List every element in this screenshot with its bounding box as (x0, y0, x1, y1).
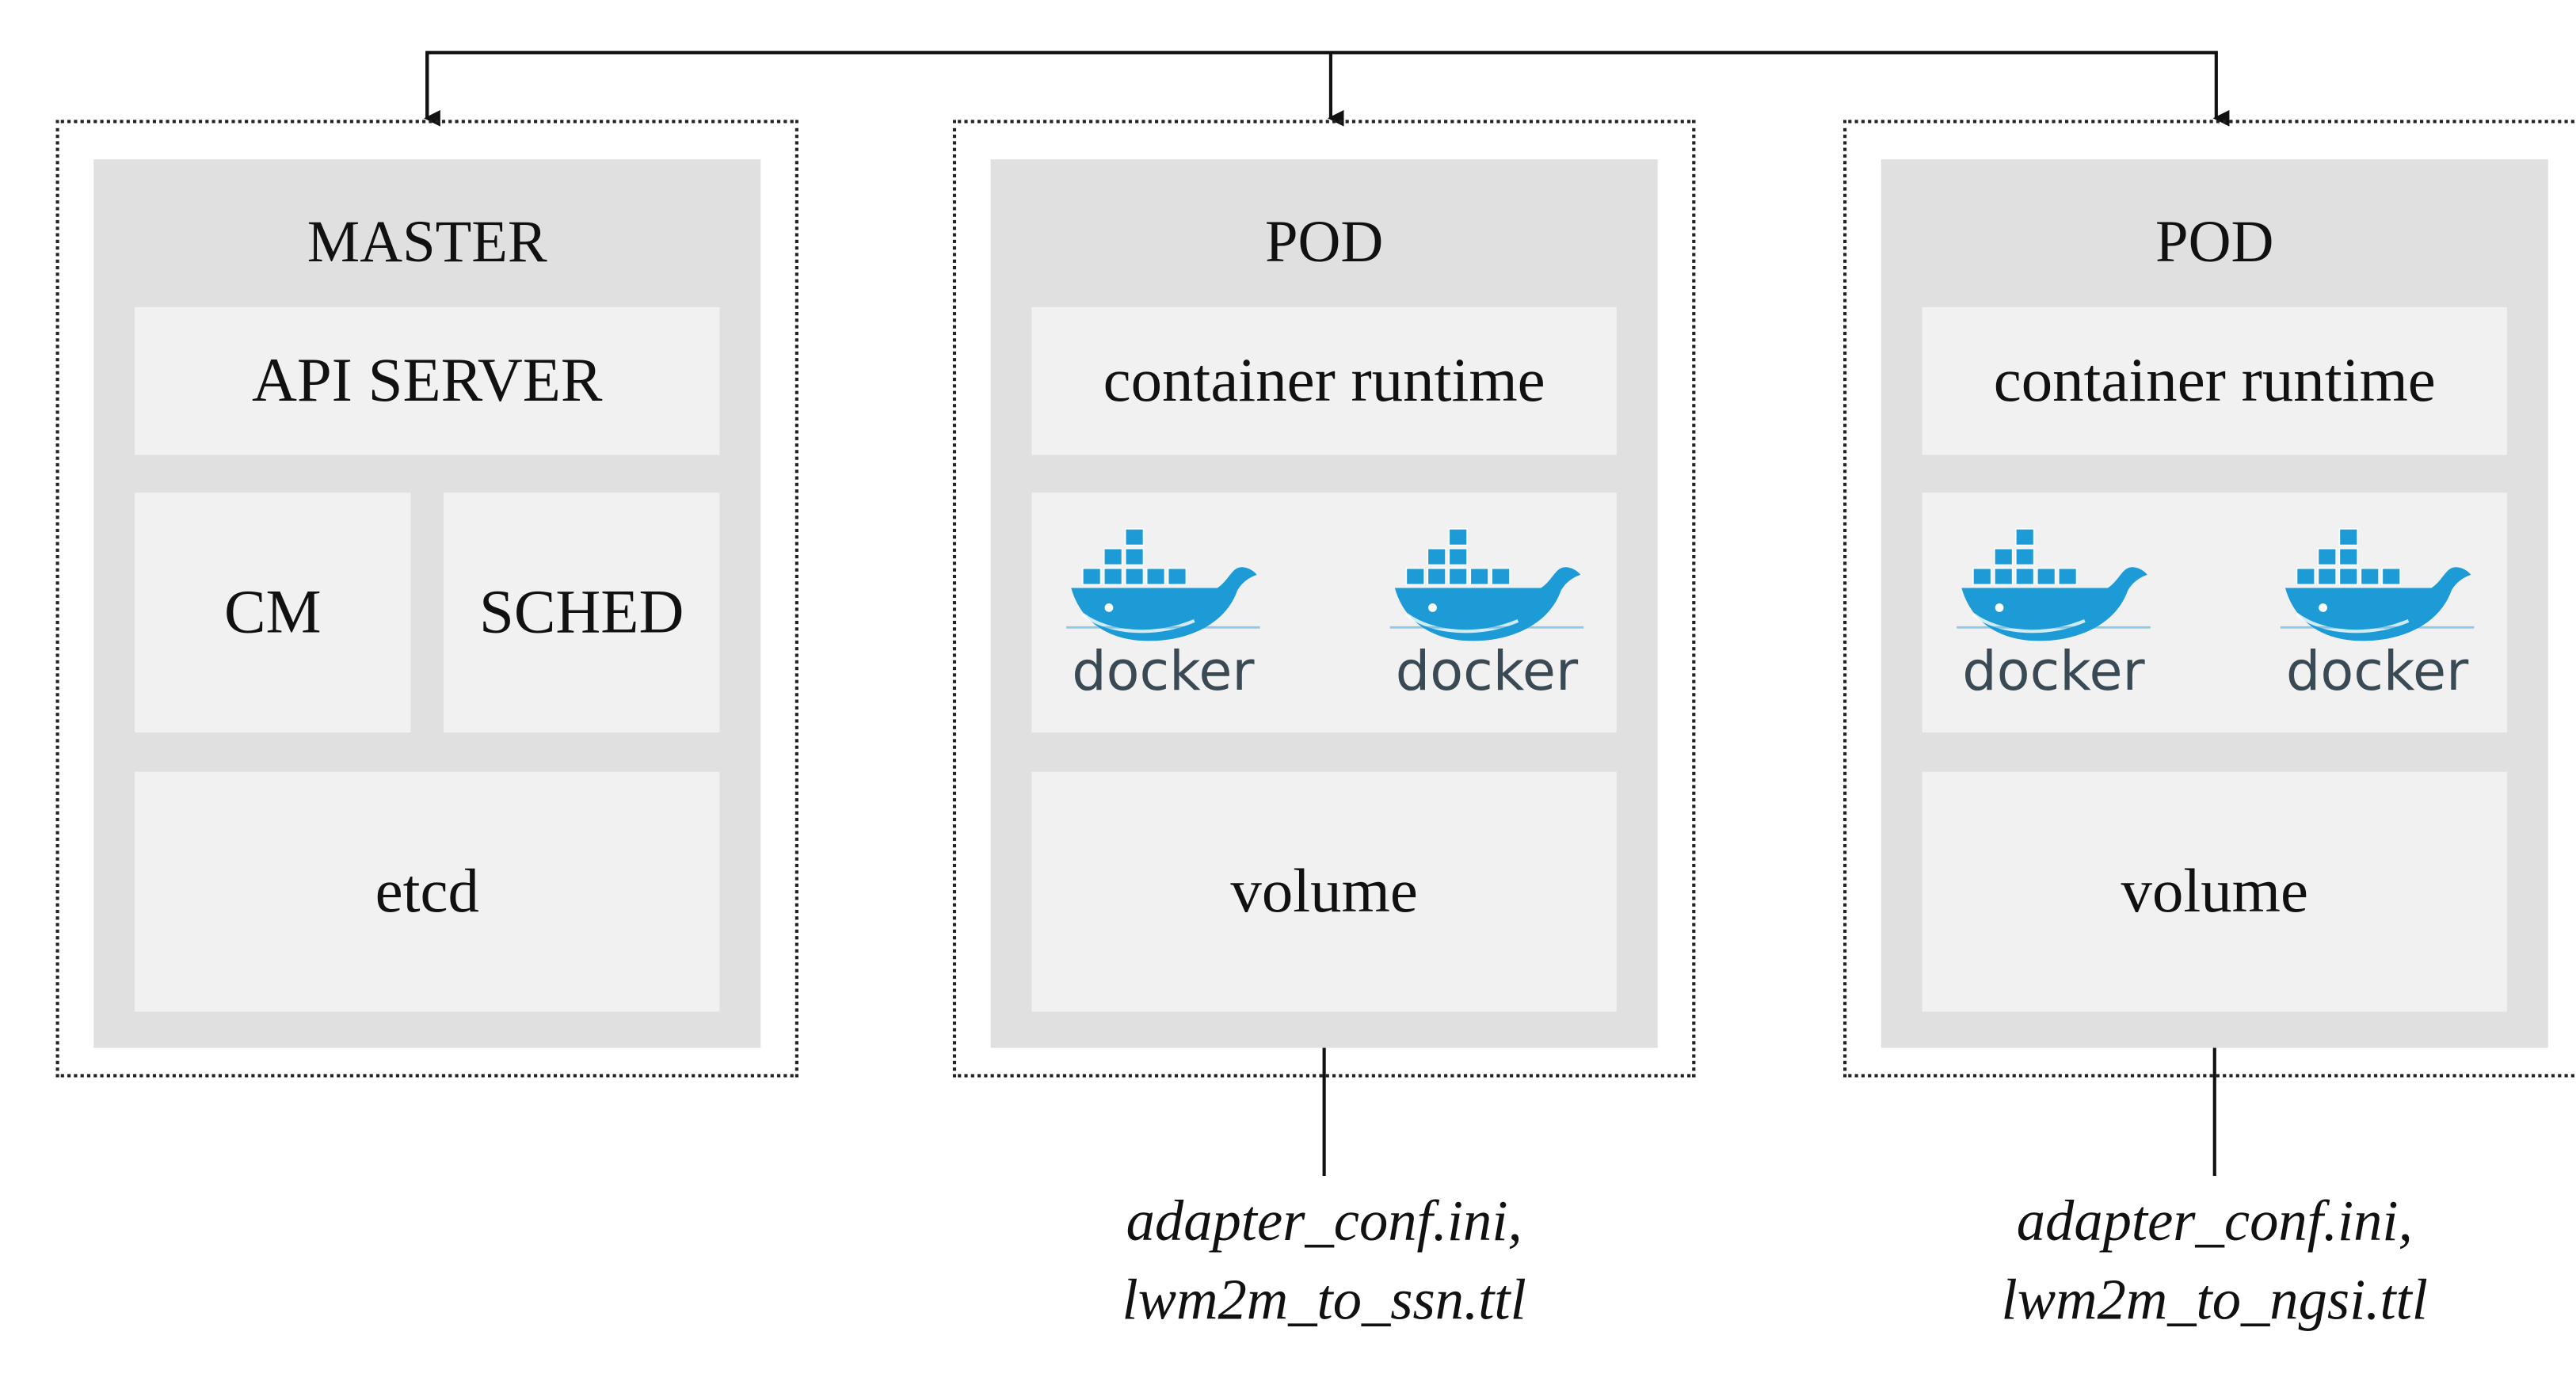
etcd-box: etcd (135, 771, 720, 1012)
config-file-line: adapter_conf.ini, (1126, 1189, 1522, 1254)
svg-text:docker: docker (1396, 640, 1579, 696)
config-file-line: adapter_conf.ini, (2016, 1189, 2413, 1254)
cm-box: CM (135, 493, 411, 733)
master-node (55, 120, 798, 1078)
api-server-box: API SERVER (135, 306, 720, 455)
docker-logo-icon: docker (1066, 526, 1260, 696)
config-file-line: lwm2m_to_ngsi.ttl (2001, 1268, 2428, 1333)
config-files-1: adapter_conf.ini, lwm2m_to_ssn.ttl (996, 1182, 1653, 1340)
top-bus-line (425, 51, 2230, 127)
svg-text:docker: docker (1072, 640, 1255, 696)
pod-node-1 (952, 120, 1696, 1078)
docker-logo-icon: docker (1957, 526, 2151, 696)
container-runtime-box-1: container runtime (1031, 306, 1617, 455)
container-runtime-label-2: container runtime (1993, 346, 2436, 416)
docker-logo-icon: docker (2280, 526, 2475, 696)
api-server-label: API SERVER (251, 346, 603, 416)
volume-box-2: volume (1922, 771, 2507, 1012)
pod-title-2: POD (2155, 208, 2274, 275)
svg-text:docker: docker (2286, 640, 2469, 696)
volume-label-2: volume (2121, 857, 2308, 926)
container-runtime-box-2: container runtime (1922, 306, 2507, 455)
config-files-2: adapter_conf.ini, lwm2m_to_ngsi.ttl (1886, 1182, 2544, 1340)
pod-title-1: POD (1264, 208, 1384, 275)
sched-box: SCHED (443, 493, 720, 733)
cm-label: CM (223, 578, 322, 648)
svg-text:docker: docker (1962, 640, 2145, 696)
docker-logo-icon: docker (1389, 526, 1584, 696)
config-file-line: lwm2m_to_ssn.ttl (1122, 1268, 1526, 1333)
pod-node-2 (1843, 120, 2576, 1078)
etcd-label: etcd (375, 857, 479, 926)
sched-label: SCHED (478, 578, 684, 648)
volume-label-1: volume (1230, 857, 1418, 926)
container-runtime-label-1: container runtime (1103, 346, 1545, 416)
volume-box-1: volume (1031, 771, 1617, 1012)
master-title: MASTER (307, 208, 547, 275)
